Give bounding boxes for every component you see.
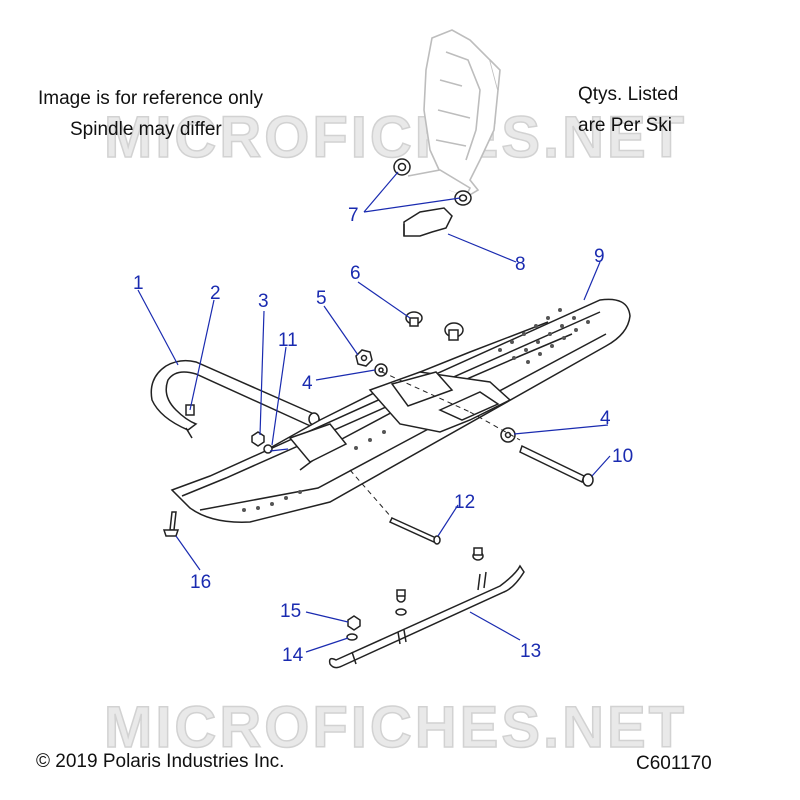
callout-9: 9: [594, 246, 605, 267]
part-3-11-fasteners: [251, 431, 273, 454]
assembly-centerlines: [349, 371, 521, 519]
callout-1: 1: [133, 273, 144, 294]
callout-2: 2: [210, 283, 221, 304]
watermark-bottom: MICROFICHES.NET: [103, 694, 688, 761]
diagram-code: C601170: [636, 753, 712, 774]
ski-body: [170, 298, 631, 523]
qty-note-line2: are Per Ski: [578, 115, 672, 136]
part-13-runner: [328, 547, 525, 669]
copyright-text: © 2019 Polaris Industries Inc.: [36, 751, 285, 772]
callout-numbers: 1 2 3 4 4 5 6 7 8 9 10 11 12 13 14 15 16: [133, 205, 633, 666]
spindle-drawing: [407, 29, 501, 197]
part-7-bushings: [393, 158, 472, 206]
part-1-handle: [150, 359, 321, 439]
callout-4a: 4: [302, 373, 313, 394]
part-8-wear-block: [403, 207, 453, 237]
part-10-bolt: [519, 444, 594, 487]
part-6-shoulder-bolt: [405, 311, 464, 341]
callout-8: 8: [515, 254, 526, 275]
part-5-nut: [355, 349, 373, 367]
callout-6: 6: [350, 263, 361, 284]
callout-11: 11: [278, 330, 298, 351]
qty-note-line1: Qtys. Listed: [578, 84, 679, 105]
callout-14: 14: [282, 645, 304, 666]
callout-13: 13: [520, 641, 541, 662]
part-4-washers: [374, 363, 516, 443]
callout-16: 16: [190, 572, 211, 593]
callout-10: 10: [612, 446, 633, 467]
callout-7: 7: [348, 205, 359, 226]
callout-4b: 4: [600, 408, 611, 429]
callout-5: 5: [316, 288, 327, 309]
callout-15: 15: [280, 601, 301, 622]
leader-lines: [137, 171, 611, 653]
part-14-15-nut-washer: [346, 615, 361, 641]
part-12-bolt: [388, 517, 441, 545]
reference-note-line1: Image is for reference only: [38, 88, 263, 109]
part-16-screw: [162, 511, 180, 537]
watermark-top: MICROFICHES.NET: [103, 104, 688, 171]
callout-12: 12: [454, 492, 475, 513]
reference-note-line2: Spindle may differ: [70, 119, 222, 140]
callout-3: 3: [258, 291, 269, 312]
